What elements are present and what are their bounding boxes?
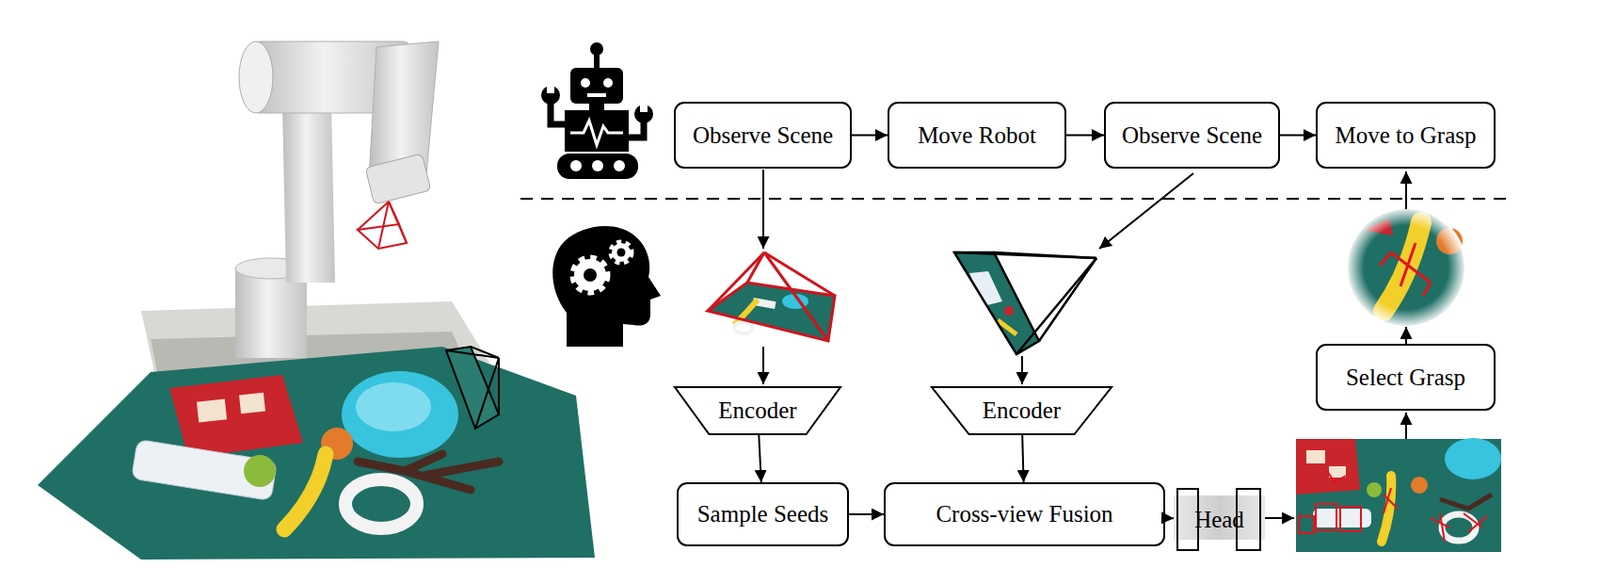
node-label: Cross-view Fusion xyxy=(935,500,1113,528)
node-label: Encoder xyxy=(718,397,797,424)
bottle xyxy=(131,439,278,501)
arrow xyxy=(1021,355,1024,384)
flow-arrows xyxy=(763,169,1407,518)
banana xyxy=(284,453,326,529)
node-label: Observe Scene xyxy=(692,122,833,149)
arrow-connector xyxy=(1022,434,1024,482)
arrow xyxy=(762,346,765,384)
arrow xyxy=(1099,173,1194,249)
encoder-trapezoid: Encoder xyxy=(673,385,842,435)
process-box: Move Robot xyxy=(887,101,1067,169)
brain-icon xyxy=(552,225,661,347)
table xyxy=(37,346,595,560)
encoder-trapezoid: Encoder xyxy=(930,385,1113,435)
node-label: Select Grasp xyxy=(1345,364,1466,391)
node-label: Head xyxy=(1194,506,1245,533)
process-box: Move to Grasp xyxy=(1315,101,1496,169)
process-box: Sample Seeds xyxy=(676,481,849,546)
process-box: Select Grasp xyxy=(1315,343,1496,411)
head-block: Head xyxy=(1173,487,1265,551)
box-label xyxy=(196,398,227,422)
node-label: Encoder xyxy=(982,397,1061,424)
grasp-result-image xyxy=(1296,437,1502,552)
grasp-crop xyxy=(1345,207,1467,328)
scene-illustration xyxy=(37,41,595,560)
process-box: Observe Scene xyxy=(673,101,852,169)
arrow xyxy=(762,169,765,249)
arrow-connector xyxy=(1165,516,1174,519)
head-fill xyxy=(1173,495,1265,540)
robot-link xyxy=(282,103,336,283)
view-frustum-second xyxy=(954,252,1097,354)
camera-frustum-small xyxy=(357,201,407,249)
separator-dashed-line xyxy=(520,197,1510,200)
red-box xyxy=(169,374,304,458)
arrow-connector xyxy=(1280,134,1316,137)
bowl-inside xyxy=(355,382,432,432)
arrow xyxy=(1264,516,1295,519)
robot-icon xyxy=(541,42,654,179)
arrow-connector xyxy=(848,512,884,515)
node-label: Sample Seeds xyxy=(697,500,830,528)
green-apple xyxy=(243,454,276,487)
tape-ring xyxy=(345,479,417,528)
camera-frustum-second xyxy=(446,346,499,429)
node-label: Move to Grasp xyxy=(1335,122,1477,149)
robot-joint-end xyxy=(239,41,273,113)
robot-gripper xyxy=(365,153,432,205)
arrow xyxy=(1405,412,1408,439)
box-label xyxy=(239,392,266,415)
trapezoid-outline xyxy=(674,386,841,434)
arrow-connector xyxy=(758,434,762,482)
blue-bowl xyxy=(341,370,459,458)
view-frustum-first xyxy=(707,252,835,341)
node-label: Move Robot xyxy=(917,122,1037,149)
arrow-connector xyxy=(851,134,888,137)
arrow xyxy=(1405,326,1408,344)
process-box: Cross-view Fusion xyxy=(883,481,1166,546)
node-label: Observe Scene xyxy=(1121,122,1263,149)
process-box: Observe Scene xyxy=(1104,101,1280,169)
trapezoid-outline xyxy=(931,386,1112,434)
arrow xyxy=(1405,171,1408,209)
arrow-connector xyxy=(1066,134,1104,137)
